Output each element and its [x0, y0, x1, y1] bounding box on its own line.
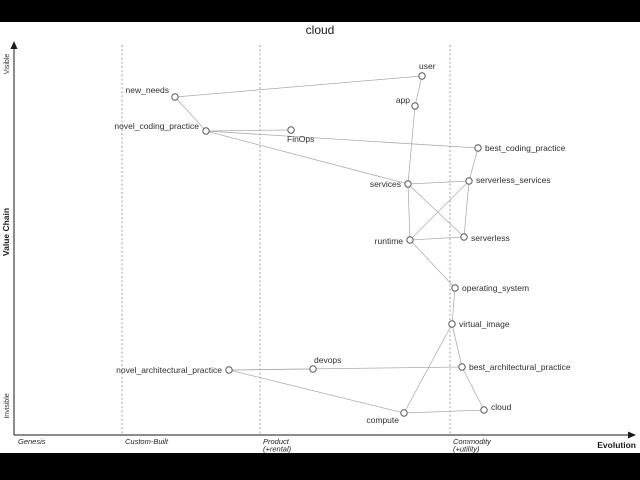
map-node-label-novel_architectural_practice: novel_architectural_practice: [116, 365, 222, 375]
y-axis-arrow-icon: [10, 41, 18, 49]
edge-virtual_image-best_architectural_practice: [451, 323, 463, 368]
edge-best_coding_practice-serverless_services: [468, 147, 479, 182]
edge-cloud-best_architectural_practice: [461, 366, 485, 411]
stage-sublabel: (+utility): [453, 445, 480, 454]
edge-user-new_needs: [174, 75, 423, 98]
edge-runtime-serverless: [409, 236, 465, 241]
edge-serverless_services-runtime: [409, 180, 470, 241]
x-axis-arrow-icon: [628, 431, 636, 439]
map-node-app: [411, 102, 419, 110]
map-node-label-new_needs: new_needs: [126, 85, 169, 95]
map-node-services: [404, 180, 412, 188]
map-node-operating_system: [451, 284, 459, 292]
map-node-label-serverless: serverless: [471, 233, 510, 243]
edge-services-runtime: [407, 183, 411, 241]
map-node-label-compute: compute: [366, 415, 399, 425]
edge-services-serverless_services: [407, 180, 470, 185]
edge-new_needs-novel_coding_practice: [174, 96, 207, 132]
x-axis-label: Evolution: [597, 440, 636, 450]
edge-novel_architectural_practice-devops: [228, 368, 314, 371]
edge-novel_coding_practice-best_coding_practice: [205, 130, 479, 149]
edge-novel_coding_practice-services: [205, 130, 409, 185]
edge-novel_architectural_practice-compute: [228, 369, 405, 414]
map-node-user: [418, 72, 426, 80]
edge-services-serverless: [407, 183, 465, 238]
map-node-label-best_coding_practice: best_coding_practice: [485, 143, 566, 153]
map-node-label-runtime: runtime: [375, 236, 404, 246]
edge-novel_coding_practice-FinOps: [205, 129, 292, 132]
y-axis-top-label: Visible: [4, 54, 11, 75]
map-node-label-app: app: [396, 95, 410, 105]
map-title: cloud: [306, 23, 335, 37]
map-node-devops: [309, 365, 317, 373]
map-nodes: [171, 72, 488, 417]
map-node-best_coding_practice: [474, 144, 482, 152]
map-edges: [174, 75, 485, 414]
stage-sublabel: (+rental): [263, 445, 292, 454]
edge-compute-cloud: [403, 409, 485, 414]
map-canvas: [0, 22, 640, 453]
map-node-cloud: [480, 406, 488, 414]
map-node-new_needs: [171, 93, 179, 101]
map-node-novel_architectural_practice: [225, 366, 233, 374]
map-node-label-user: user: [419, 61, 436, 71]
map-node-label-services: services: [370, 179, 401, 189]
map-node-runtime: [406, 236, 414, 244]
stage-labels: Genesis Custom-Built Product(+rental) Commo…: [18, 437, 492, 454]
map-node-best_architectural_practice: [458, 363, 466, 371]
y-axis-label: Value Chain: [1, 208, 11, 256]
y-axis-bottom-label: Invisible: [4, 393, 11, 418]
edge-serverless_services-serverless: [463, 180, 470, 238]
map-node-label-best_architectural_practice: best_architectural_practice: [469, 362, 571, 372]
map-node-label-FinOps: FinOps: [287, 134, 314, 144]
stage-label: Genesis: [18, 437, 46, 446]
edge-app-services: [407, 105, 416, 185]
map-node-novel_coding_practice: [202, 127, 210, 135]
edge-user-app: [414, 75, 423, 107]
map-node-label-virtual_image: virtual_image: [459, 319, 510, 329]
edge-operating_system-virtual_image: [451, 287, 456, 325]
stage-label: Custom-Built: [125, 437, 169, 446]
map-node-FinOps: [287, 126, 295, 134]
edge-virtual_image-compute: [403, 323, 453, 414]
map-node-serverless: [460, 233, 468, 241]
map-node-label-novel_coding_practice: novel_coding_practice: [114, 121, 199, 131]
map-node-label-serverless_services: serverless_services: [476, 175, 551, 185]
map-node-serverless_services: [465, 177, 473, 185]
map-node-label-cloud: cloud: [491, 402, 512, 412]
stage-label: Product: [263, 437, 290, 446]
map-node-label-operating_system: operating_system: [462, 283, 529, 293]
stage-label: Commodity: [453, 437, 492, 446]
map-node-label-devops: devops: [314, 355, 341, 365]
edge-runtime-operating_system: [409, 239, 456, 289]
map-node-virtual_image: [448, 320, 456, 328]
map-node-compute: [400, 409, 408, 417]
